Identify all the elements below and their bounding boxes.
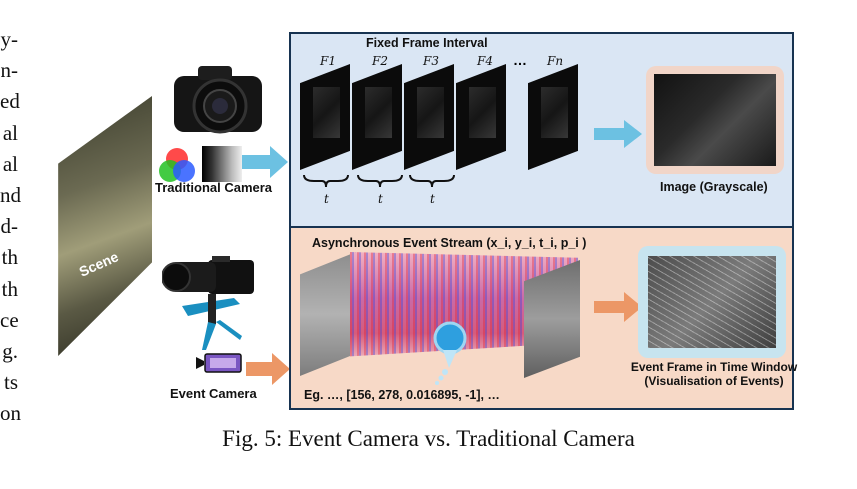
event-frame-left <box>300 252 356 376</box>
interval-brace-icon <box>303 174 349 188</box>
dslr-camera-icon <box>174 66 262 134</box>
frame-image <box>528 64 578 170</box>
left-column-text: y- n- ed al al nd d- th th ce g. ts on <box>0 24 21 429</box>
rgb-circles-icon <box>159 148 195 182</box>
left-text-line: al <box>2 151 18 176</box>
frame-label: F2 <box>372 54 388 68</box>
event-frame-right <box>524 260 580 378</box>
left-text-line: th <box>1 276 18 301</box>
frame-label: Fn <box>547 54 564 68</box>
event-frame-caption-line1: Event Frame in Time Window <box>630 360 798 374</box>
left-text-line: g. <box>2 338 18 363</box>
grayscale-caption: Image (Grayscale) <box>660 180 768 194</box>
orange-arrow-icon <box>246 353 290 385</box>
left-text-line: y- <box>0 27 19 51</box>
figure-caption: Fig. 5: Event Camera vs. Traditional Cam… <box>222 426 635 451</box>
grayscale-bar-icon <box>202 146 242 182</box>
scene-panel: Scene <box>50 96 152 356</box>
event-frame-image-frame <box>638 246 786 358</box>
left-text-line: th <box>1 245 18 270</box>
left-text-line: on <box>0 401 21 426</box>
frame-image <box>300 64 350 170</box>
left-text-line: ce <box>0 307 19 332</box>
frame-label: F4 <box>477 54 493 68</box>
event-sensor-icon <box>196 353 242 373</box>
grayscale-image <box>654 74 776 166</box>
left-text-line: ed <box>0 89 20 114</box>
event-frame-image <box>648 256 776 348</box>
interval-t-label: t <box>430 192 435 206</box>
event-camera-icon <box>162 256 254 350</box>
interval-brace-icon <box>409 174 455 188</box>
interval-brace-icon <box>357 174 403 188</box>
frames-ellipsis: … <box>513 52 527 68</box>
interval-t-label: t <box>378 192 383 206</box>
frame-image <box>352 64 402 170</box>
fixed-frame-interval-title: Fixed Frame Interval <box>366 36 488 50</box>
figure: Scene Traditional Camera Event Camera <box>50 20 810 420</box>
grayscale-image-frame <box>646 66 784 174</box>
traditional-camera-label: Traditional Camera <box>155 180 273 195</box>
async-event-stream-title: Asynchronous Event Stream (x_i, y_i, t_i… <box>312 236 587 250</box>
frame-label: F3 <box>423 54 439 68</box>
left-text-line: al <box>2 120 18 145</box>
frame-image <box>456 64 506 170</box>
event-example-line: Eg. …, [156, 278, 0.016895, -1], … <box>304 388 500 402</box>
frame-label: F1 <box>320 54 336 68</box>
scene-image <box>58 96 152 356</box>
left-text-line: n- <box>0 58 19 83</box>
event-frame-caption-line2: (Visualisation of Events) <box>644 374 784 388</box>
interval-t-label: t <box>324 192 329 206</box>
event-camera-label: Event Camera <box>170 386 257 401</box>
left-text-line: ts <box>3 370 18 395</box>
magnifier-icon <box>433 321 467 385</box>
blue-arrow-icon <box>594 120 642 148</box>
frame-image <box>404 64 454 170</box>
orange-arrow-icon <box>594 292 642 322</box>
event-frame-caption: Event Frame in Time Window (Visualisatio… <box>624 360 804 388</box>
blue-arrow-icon <box>242 146 288 178</box>
left-text-line: d- <box>0 214 19 239</box>
left-text-line: nd <box>0 182 21 207</box>
